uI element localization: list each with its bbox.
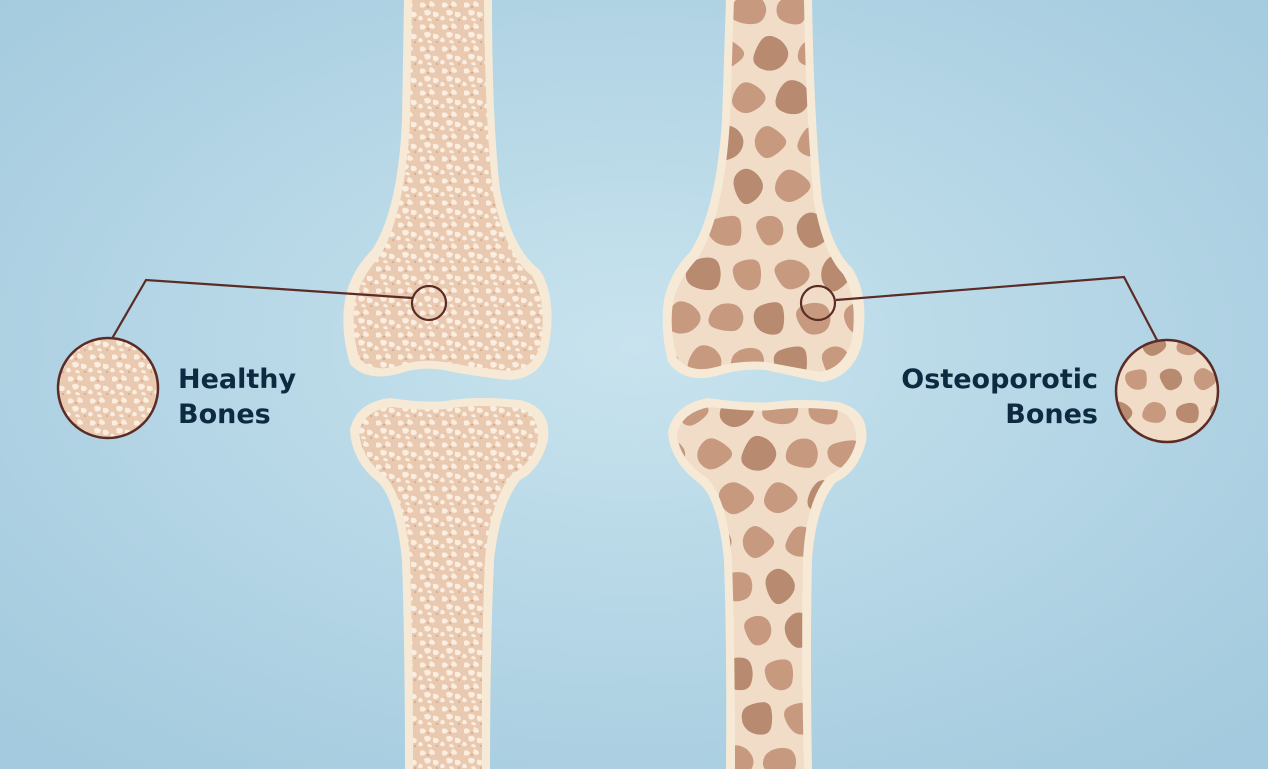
osteoporotic-label-line-1: Osteoporotic [901, 364, 1098, 395]
healthy-label-line-2: Bones [178, 399, 271, 430]
bone-cavity [730, 0, 766, 24]
osteoporotic-label-line-2: Bones [1005, 399, 1098, 430]
healthy-label-line-1: Healthy [178, 364, 297, 395]
